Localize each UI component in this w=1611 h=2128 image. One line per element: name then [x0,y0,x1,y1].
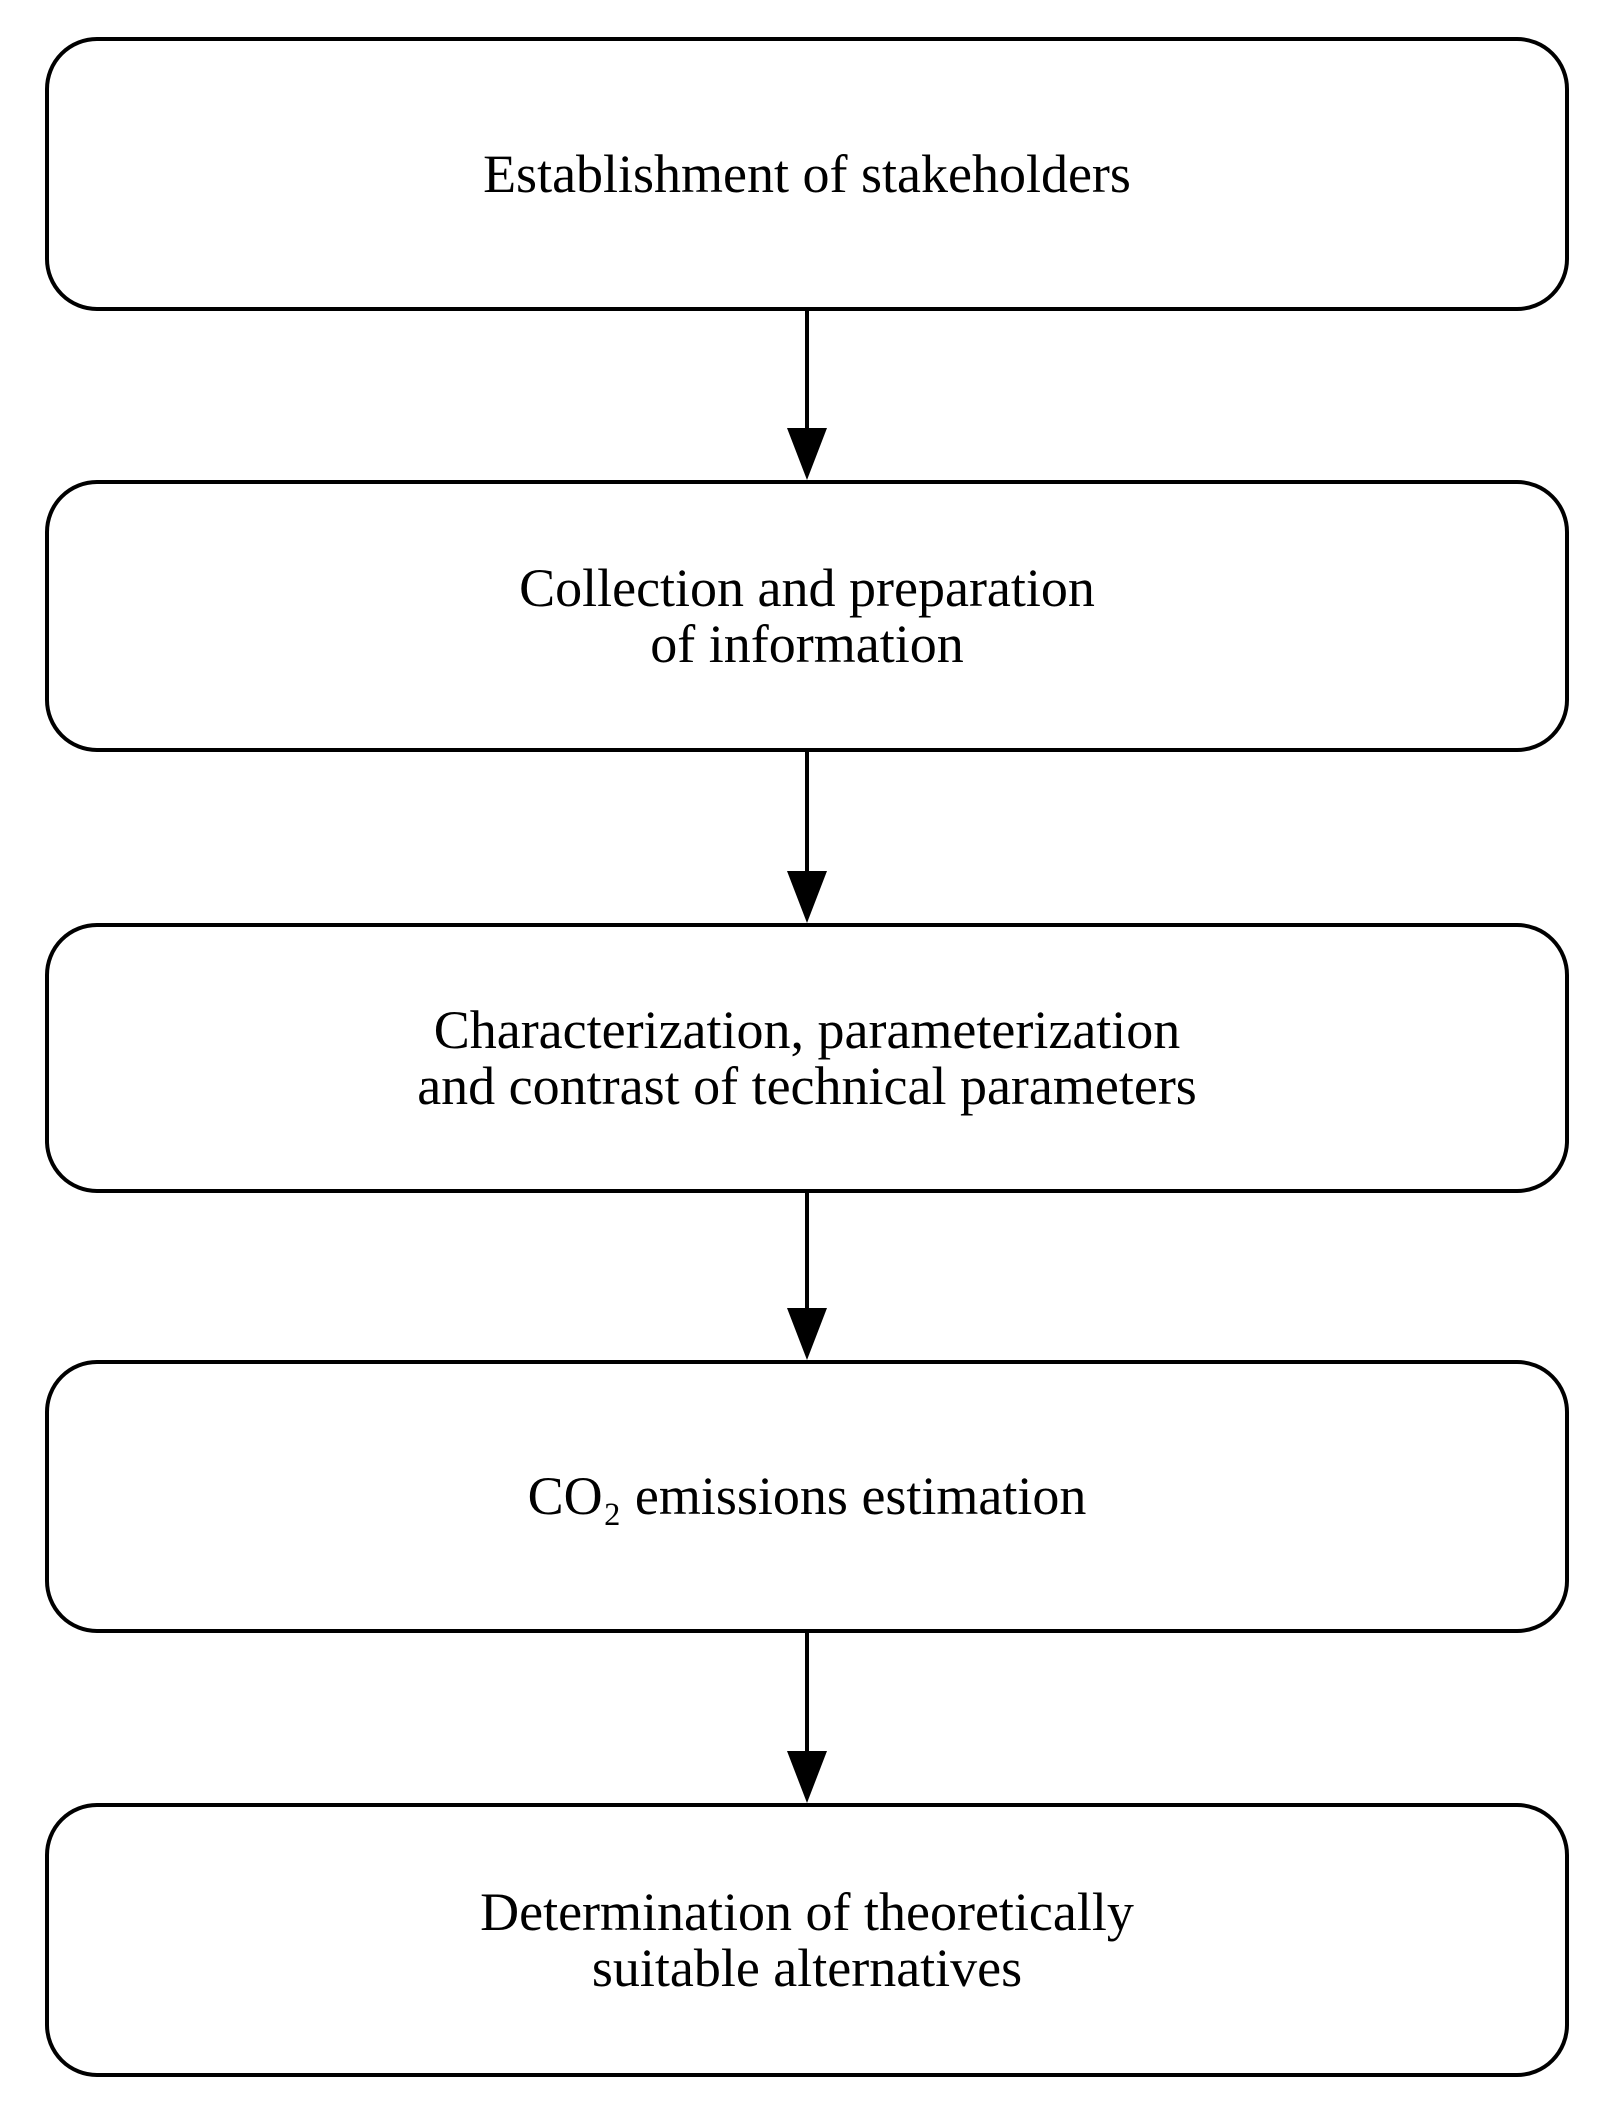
flow-node-label: CO₂ emissions estimation [527,1466,1087,1527]
flow-node-collection-and-preparation: Collection and preparation of informatio… [45,480,1569,752]
flow-node-determination-of-alternatives: Determination of theoretically suitable … [45,1803,1569,2077]
arrow-stem [805,1633,809,1759]
flow-node-establishment-of-stakeholders: Establishment of stakeholders [45,37,1569,311]
flow-arrow-4 [785,1633,829,1803]
flow-node-label: Collection and preparation of informatio… [519,557,1095,674]
down-arrow-icon [787,871,827,923]
arrow-stem [805,311,809,436]
flow-node-label: Determination of theoretically suitable … [480,1881,1134,1998]
arrow-stem [805,1193,809,1316]
flow-arrow-3 [785,1193,829,1360]
down-arrow-icon [787,1308,827,1360]
arrow-stem [805,752,809,879]
flow-node-characterization-parameterization: Characterization, parameterization and c… [45,923,1569,1193]
down-arrow-icon [787,1751,827,1803]
flow-node-label: Establishment of stakeholders [483,143,1131,204]
flow-node-label: Characterization, parameterization and c… [417,999,1197,1116]
flow-arrow-2 [785,752,829,923]
flow-node-co2-emissions-estimation: CO₂ emissions estimation [45,1360,1569,1633]
down-arrow-icon [787,428,827,480]
flow-arrow-1 [785,311,829,480]
